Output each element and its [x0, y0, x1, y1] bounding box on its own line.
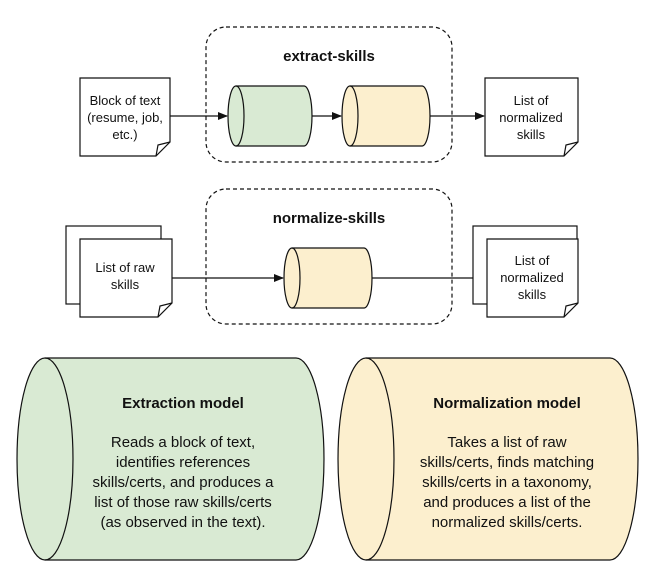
- extraction-model-title: Extraction model: [122, 395, 244, 412]
- extract-input-line-1: Block of text: [90, 93, 161, 108]
- normalization-model-cylinder-small-1: [341, 85, 431, 147]
- normalize-output-line-1: List of: [515, 253, 550, 268]
- extraction-model-cylinder-small: [227, 85, 313, 147]
- extract-output-line-2: normalized: [499, 110, 563, 125]
- extraction-desc-line-1: Reads a block of text,: [111, 434, 255, 451]
- normalization-model-cylinder-small-2: [283, 247, 373, 309]
- normalization-desc-line-1: Takes a list of raw: [447, 434, 566, 451]
- normalize-input-document-stack: List of raw skills: [65, 225, 173, 318]
- normalize-skills-title: normalize-skills: [273, 210, 386, 227]
- normalize-input-line-1: List of raw: [95, 260, 155, 275]
- extract-input-line-2: (resume, job,: [87, 110, 163, 125]
- normalization-model-title: Normalization model: [433, 395, 581, 412]
- extraction-desc-line-4: list of those raw skills/certs: [94, 494, 272, 511]
- extraction-desc-line-3: skills/certs, and produces a: [93, 474, 275, 491]
- extract-input-line-3: etc.): [112, 127, 137, 142]
- normalization-desc-line-3: skills/certs in a taxonomy,: [422, 474, 592, 491]
- extract-input-document: Block of text (resume, job, etc.): [79, 77, 171, 157]
- extract-output-line-3: skills: [517, 127, 546, 142]
- normalization-model-cylinder: Normalization model Takes a list of raw …: [337, 357, 639, 561]
- normalization-desc-line-4: and produces a list of the: [423, 494, 591, 511]
- normalize-output-line-2: normalized: [500, 270, 564, 285]
- extraction-desc-line-2: identifies references: [116, 454, 250, 471]
- normalize-output-document-stack: List of normalized skills: [472, 225, 579, 318]
- extract-output-document: List of normalized skills: [484, 77, 579, 157]
- normalize-output-line-3: skills: [518, 287, 547, 302]
- normalization-desc-line-5: normalized skills/certs.: [432, 514, 583, 531]
- extract-skills-title: extract-skills: [283, 48, 375, 65]
- extract-output-line-1: List of: [514, 93, 549, 108]
- normalization-desc-line-2: skills/certs, finds matching: [420, 454, 594, 471]
- normalize-input-line-2: skills: [111, 277, 140, 292]
- extraction-model-cylinder: Extraction model Reads a block of text, …: [16, 357, 325, 561]
- extraction-desc-line-5: (as observed in the text).: [100, 514, 265, 531]
